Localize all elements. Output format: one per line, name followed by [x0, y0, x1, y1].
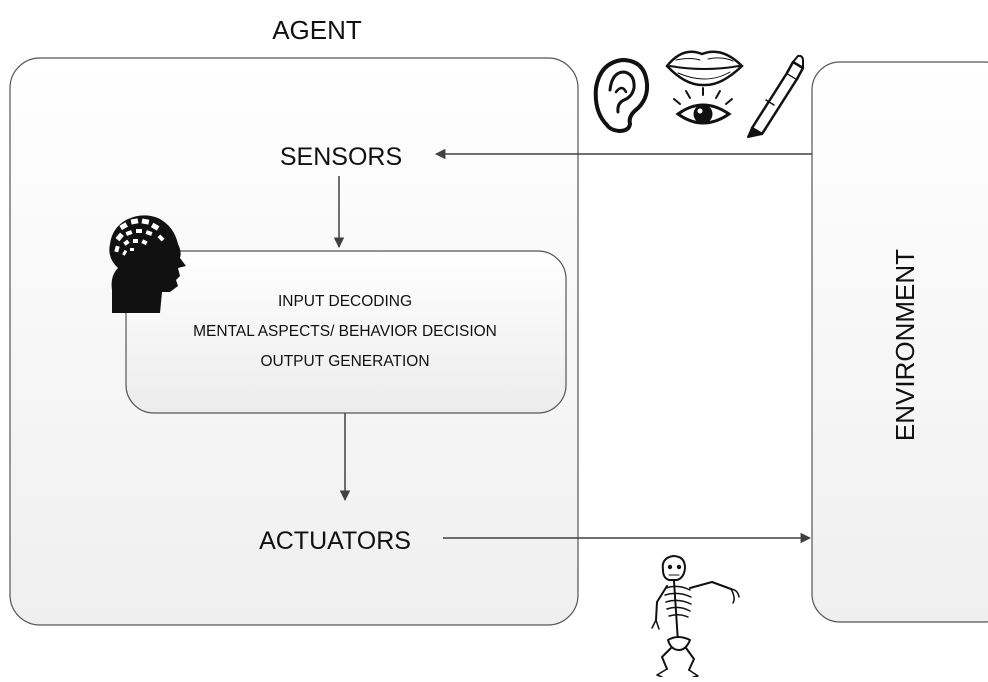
eye-icon	[673, 87, 733, 125]
ear-icon	[593, 57, 650, 134]
process-box	[125, 250, 567, 414]
process-line-behavior-decision: MENTAL ASPECTS/ BEHAVIOR DECISION	[193, 323, 497, 340]
pen-icon	[747, 54, 805, 138]
process-line-input-decoding: INPUT DECODING	[278, 293, 412, 310]
sensors-label: SENSORS	[280, 143, 402, 171]
agent-title: AGENT	[272, 15, 362, 45]
actuators-label: ACTUATORS	[259, 527, 411, 555]
environment-box	[811, 61, 988, 623]
environment-label: ENVIRONMENT	[890, 249, 920, 441]
head-silhouette-icon	[109, 215, 186, 313]
process-line-output-generation: OUTPUT GENERATION	[260, 353, 429, 370]
lips-icon	[665, 50, 744, 87]
skeleton-icon	[651, 555, 740, 678]
